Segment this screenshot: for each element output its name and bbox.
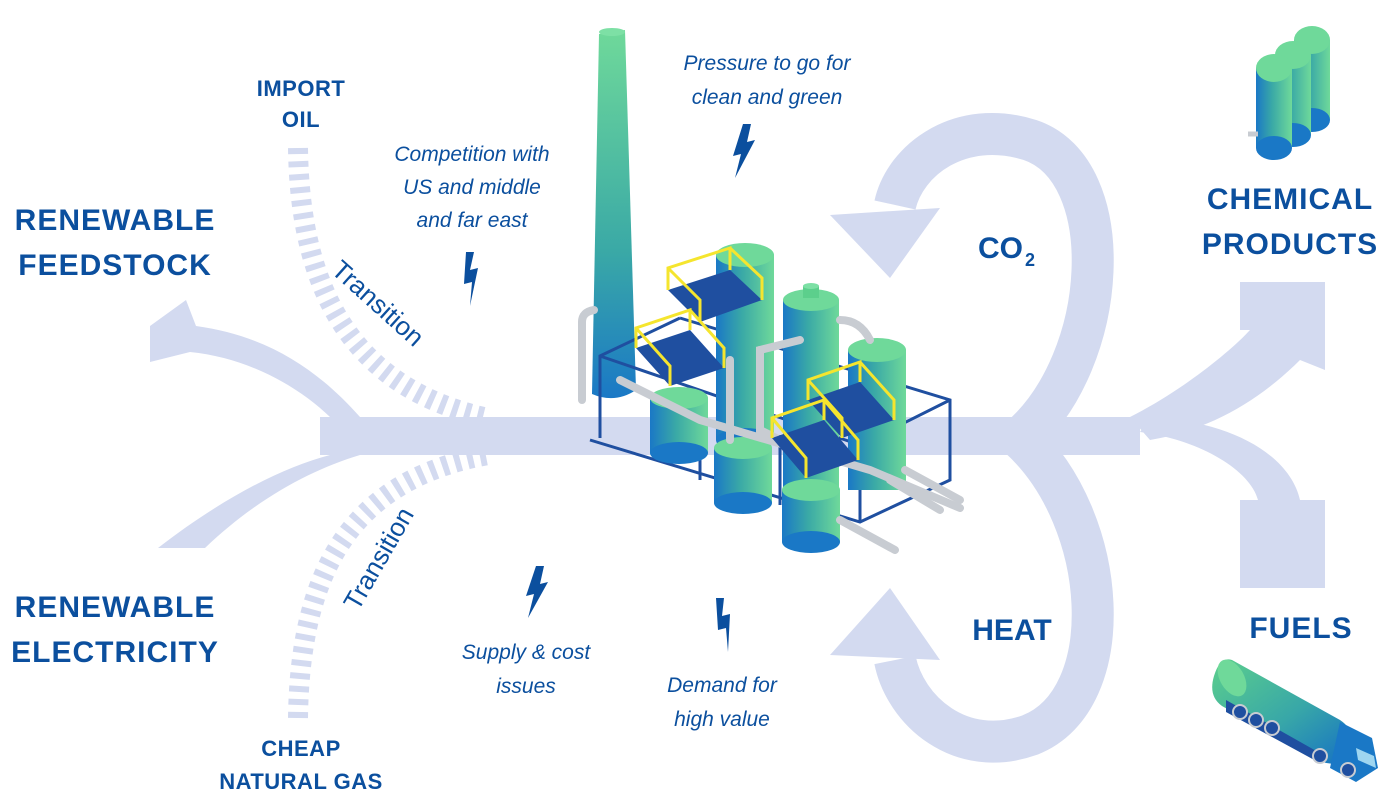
svg-text:CHEAP: CHEAP: [261, 736, 341, 761]
svg-text:high value: high value: [674, 708, 770, 731]
pipes: [616, 316, 964, 554]
fuels-label: FUELS: [1249, 612, 1352, 645]
svg-text:clean and green: clean and green: [692, 86, 843, 109]
svg-text:FEEDSTOCK: FEEDSTOCK: [18, 249, 211, 282]
flow-arrows: [150, 113, 1325, 763]
clean-green-pressure-label: Pressure to go for clean and green: [684, 52, 852, 109]
svg-text:Pressure to go for: Pressure to go for: [684, 52, 852, 75]
svg-text:OIL: OIL: [282, 107, 320, 132]
import-oil-label: IMPORT OIL: [257, 76, 346, 132]
heat-label: HEAT: [972, 614, 1051, 647]
lightning-bolt-icon: [526, 566, 548, 618]
storage-tanks-icon: [1248, 26, 1330, 160]
svg-text:RENEWABLE: RENEWABLE: [15, 591, 216, 624]
co2-loop-arrowhead: [830, 208, 940, 278]
svg-text:RENEWABLE: RENEWABLE: [15, 204, 216, 237]
chimney: [592, 30, 636, 399]
platforms: [634, 245, 896, 478]
lightning-bolt-icon: [464, 252, 478, 306]
svg-text:IMPORT: IMPORT: [257, 76, 346, 101]
transition-top-label: Transition: [326, 254, 430, 352]
small-tank: [782, 479, 840, 553]
chemical-products-label: CHEMICAL PRODUCTS: [1202, 183, 1378, 261]
svg-text:issues: issues: [496, 675, 556, 698]
renewable-electricity-arrow: [158, 455, 360, 548]
co2-label: CO 2: [978, 232, 1035, 270]
lightning-bolt-icon: [733, 124, 755, 178]
import-oil-transition-curve: [288, 147, 491, 428]
lightning-bolt-icon: [716, 598, 730, 652]
natural-gas-transition-curve: [288, 445, 490, 719]
refinery-plant-icon: [578, 28, 964, 554]
competition-pressure-label: Competition with US and middle and far e…: [394, 143, 549, 232]
svg-text:Competition with: Competition with: [394, 143, 549, 166]
svg-text:ELECTRICITY: ELECTRICITY: [11, 636, 219, 669]
chemical-products-arrow: [1130, 282, 1325, 440]
demand-pressure-label: Demand for high value: [667, 674, 778, 731]
svg-text:CO: CO: [978, 232, 1023, 265]
svg-text:Supply & cost: Supply & cost: [462, 641, 592, 664]
renewable-feedstock-label: RENEWABLE FEEDSTOCK: [15, 204, 216, 282]
transition-bottom-label: Transition: [337, 502, 420, 615]
svg-text:NATURAL GAS: NATURAL GAS: [219, 769, 383, 794]
cheap-natural-gas-label: CHEAP NATURAL GAS: [219, 736, 383, 794]
svg-text:US and middle: US and middle: [403, 176, 541, 199]
fuels-arrow: [1140, 418, 1325, 588]
renewable-feedstock-arrow: [150, 300, 360, 417]
svg-text:and far east: and far east: [417, 209, 529, 232]
renewable-electricity-label: RENEWABLE ELECTRICITY: [11, 591, 219, 669]
svg-text:CHEMICAL: CHEMICAL: [1207, 183, 1373, 216]
small-tank: [714, 437, 772, 514]
svg-text:PRODUCTS: PRODUCTS: [1202, 228, 1378, 261]
lightning-bolts: [464, 124, 755, 652]
heat-loop-arrow: [874, 422, 1114, 763]
svg-text:2: 2: [1025, 250, 1035, 270]
co2-loop-arrow: [874, 113, 1114, 454]
tanker-truck-icon: [1212, 659, 1378, 782]
heat-loop-arrowhead: [830, 588, 940, 660]
supply-cost-pressure-label: Supply & cost issues: [462, 641, 592, 698]
transition-curves: [288, 147, 491, 719]
svg-text:Demand for: Demand for: [667, 674, 778, 697]
